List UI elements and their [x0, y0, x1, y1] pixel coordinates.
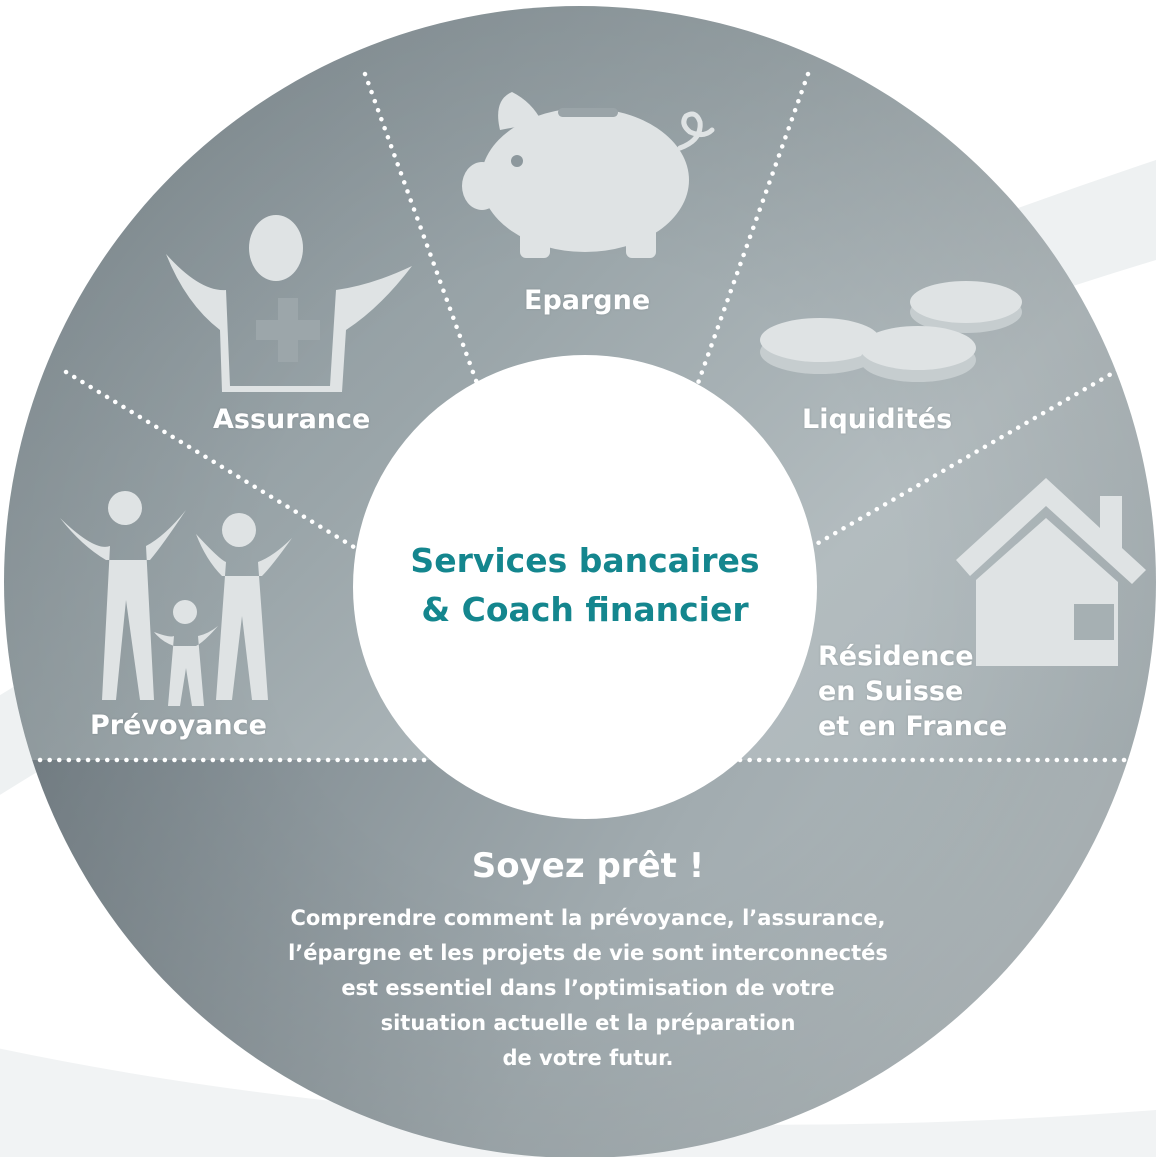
center-disc	[353, 355, 817, 819]
description-line: Comprendre comment la prévoyance, l’assu…	[290, 906, 886, 930]
center-title: Services bancaires & Coach financier	[370, 536, 800, 634]
residence-line-3: et en France	[818, 711, 1008, 742]
residence-line-1: Résidence	[818, 641, 974, 672]
description-line: l’épargne et les projets de vie sont int…	[288, 941, 888, 965]
insured-person-icon	[166, 215, 412, 392]
divider-epargne-assurance	[362, 71, 481, 389]
description-line: de votre futur.	[502, 1046, 674, 1070]
house-icon	[956, 478, 1146, 666]
segment-dividers	[37, 71, 1143, 763]
segment-label-assurance: Assurance	[213, 404, 371, 435]
bottom-description: Comprendre comment la prévoyance, l’assu…	[208, 901, 968, 1076]
coins-icon	[760, 281, 1022, 382]
center-title-line-1: Services bancaires	[410, 541, 760, 580]
background-swoosh-lower	[0, 1048, 1156, 1157]
segment-label-residence: Résidence en Suisse et en France	[818, 639, 1007, 744]
family-icon	[60, 491, 292, 706]
segment-label-epargne: Epargne	[524, 285, 651, 316]
bottom-heading: Soyez prêt !	[471, 846, 705, 886]
center-title-line-2: & Coach financier	[421, 590, 749, 629]
residence-line-2: en Suisse	[818, 676, 964, 707]
divider-assurance-prevoyance	[63, 369, 365, 555]
description-line: est essentiel dans l’optimisation de vot…	[341, 976, 835, 1000]
piggy-bank-icon	[462, 92, 715, 258]
segment-label-prevoyance: Prévoyance	[90, 710, 267, 741]
description-line: situation actuelle et la préparation	[380, 1011, 796, 1035]
segment-label-liquidites: Liquidités	[802, 404, 953, 435]
